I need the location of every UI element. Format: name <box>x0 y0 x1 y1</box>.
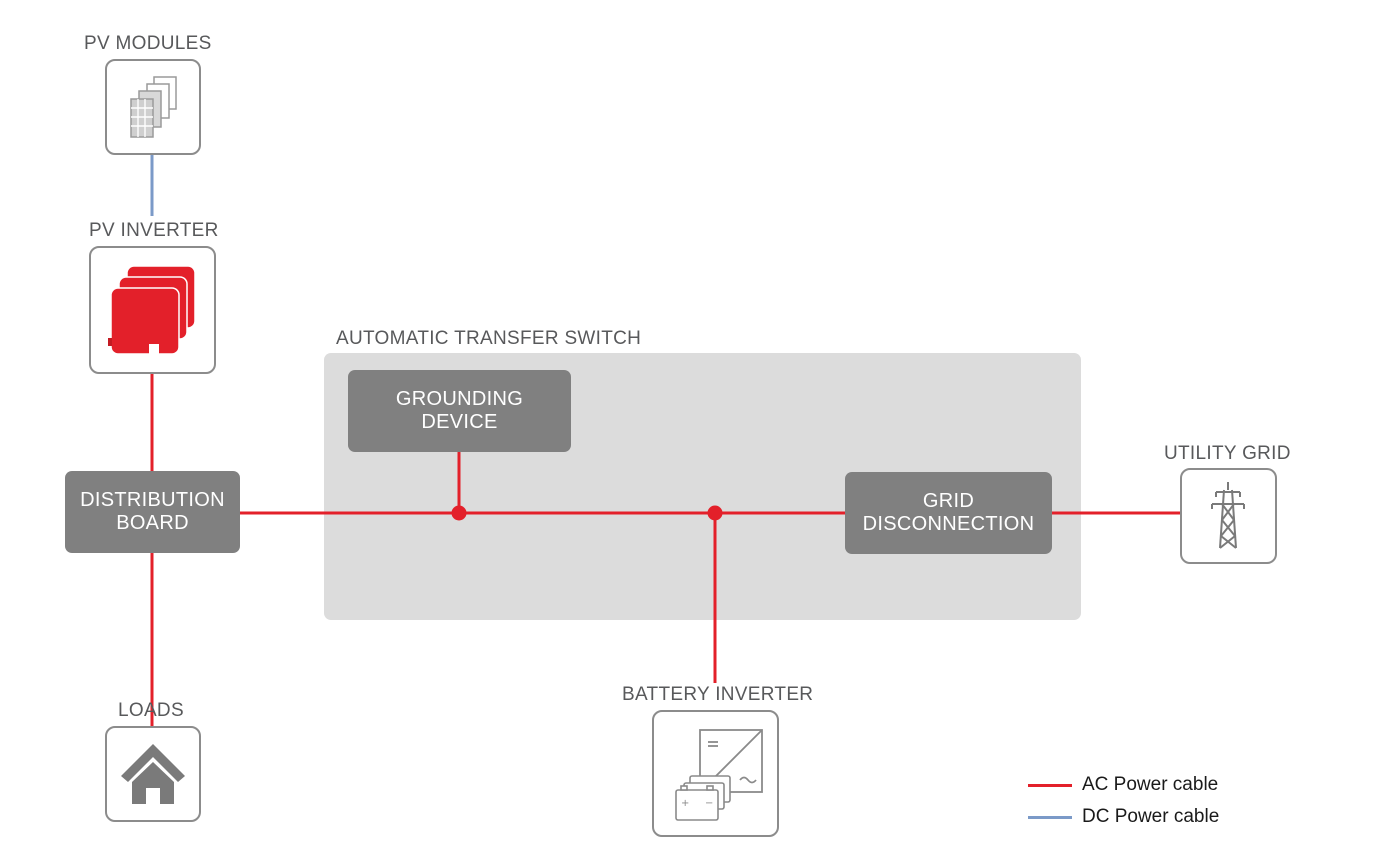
svg-text:−: − <box>705 798 713 809</box>
distribution-board-line1: DISTRIBUTION <box>80 489 225 511</box>
grid-disconnection-line2: DISCONNECTION <box>862 513 1035 535</box>
battery-inverter-label: BATTERY INVERTER <box>622 684 814 705</box>
solar-panels-icon <box>130 76 177 138</box>
junction-battery <box>707 505 723 521</box>
legend-ac-swatch <box>1028 783 1072 787</box>
grounding-device-line2: DEVICE <box>421 411 498 433</box>
battery-inverter-node[interactable]: + − <box>652 710 779 837</box>
legend-dc-text: DC Power cable <box>1082 806 1220 827</box>
inverter-icon <box>108 265 196 355</box>
grid-disconnection-node[interactable]: GRID DISCONNECTION <box>845 472 1052 554</box>
pv-modules-node[interactable] <box>105 59 201 155</box>
loads-node[interactable] <box>105 726 201 822</box>
house-icon <box>121 744 185 804</box>
power-tower-icon <box>1211 482 1245 549</box>
legend-dc: DC Power cable <box>1028 806 1219 828</box>
legend-dc-swatch <box>1028 815 1072 819</box>
utility-grid-label: UTILITY GRID <box>1164 443 1291 464</box>
distribution-board-line2: BOARD <box>116 512 189 534</box>
grounding-device-node[interactable]: GROUNDING DEVICE <box>348 370 571 452</box>
pv-inverter-label: PV INVERTER <box>89 220 219 241</box>
utility-grid-node[interactable] <box>1180 468 1277 564</box>
distribution-board-node[interactable]: DISTRIBUTION BOARD <box>65 471 240 553</box>
legend-ac-text: AC Power cable <box>1082 774 1219 795</box>
grid-disconnection-line1: GRID <box>922 490 975 512</box>
pv-inverter-node[interactable] <box>89 246 216 374</box>
pv-modules-label: PV MODULES <box>84 33 212 54</box>
svg-text:+: + <box>681 798 689 809</box>
junction-grounding <box>451 505 467 521</box>
legend-ac: AC Power cable <box>1028 774 1218 796</box>
battery-inverter-icon: + − <box>675 729 763 821</box>
ats-label: AUTOMATIC TRANSFER SWITCH <box>336 328 642 349</box>
loads-label: LOADS <box>118 700 184 721</box>
grounding-device-line1: GROUNDING <box>395 388 524 410</box>
